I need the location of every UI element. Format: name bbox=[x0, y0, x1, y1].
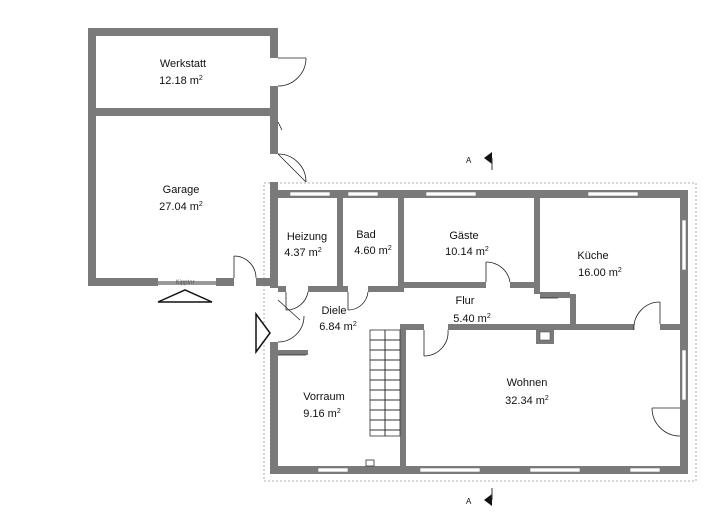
room-area: 12.18 m2 bbox=[159, 75, 203, 87]
room-vorraum: Vorraum 9.16 m2 bbox=[303, 391, 345, 420]
room-name: Bad bbox=[356, 229, 376, 241]
room-name: Küche bbox=[577, 250, 608, 262]
room-flur: Flur 5.40 m2 bbox=[453, 295, 491, 325]
garage-side-door-icon bbox=[277, 153, 307, 183]
kipptor-label: Kipptor bbox=[175, 280, 194, 286]
room-werkstatt: Werkstatt 12.18 m2 bbox=[159, 58, 206, 87]
entrance-arrow-left bbox=[255, 311, 271, 355]
room-area: 27.04 m2 bbox=[159, 201, 203, 213]
room-name: Garage bbox=[163, 184, 200, 196]
room-diele: Diele 6.84 m2 bbox=[319, 305, 357, 333]
section-marker-top bbox=[484, 152, 493, 170]
room-name: Wohnen bbox=[507, 377, 548, 389]
house-outline-dashed bbox=[263, 182, 697, 482]
room-bad: Bad 4.60 m2 bbox=[354, 229, 392, 257]
room-area: 6.84 m2 bbox=[319, 321, 357, 333]
room-garage: Garage 27.04 m2 bbox=[159, 184, 203, 213]
garage-inner-door-icon bbox=[233, 255, 257, 279]
room-heizung: Heizung 4.37 m2 bbox=[284, 231, 327, 259]
section-marker-bottom bbox=[484, 488, 493, 506]
entrance-arrow-triangle bbox=[157, 289, 213, 303]
room-gaeste: Gäste 10.14 m2 bbox=[445, 230, 489, 258]
room-area: 4.60 m2 bbox=[354, 245, 392, 257]
room-name: Werkstatt bbox=[160, 58, 206, 70]
room-name: Vorraum bbox=[303, 391, 345, 403]
room-area: 9.16 m2 bbox=[303, 408, 341, 420]
room-name: Diele bbox=[321, 305, 346, 317]
room-area: 4.37 m2 bbox=[284, 247, 322, 259]
room-area: 5.40 m2 bbox=[453, 313, 491, 325]
staircase bbox=[369, 329, 401, 437]
room-kueche: Küche 16.00 m2 bbox=[577, 250, 622, 279]
section-label-bottom: A bbox=[466, 497, 472, 506]
section-label-top: A bbox=[466, 156, 472, 165]
room-area: 32.34 m2 bbox=[505, 395, 549, 407]
room-wohnen: Wohnen 32.34 m2 bbox=[505, 377, 549, 407]
room-name: Flur bbox=[456, 295, 475, 307]
house-doors bbox=[277, 261, 681, 437]
garage-block-walls bbox=[88, 28, 278, 286]
room-area: 16.00 m2 bbox=[578, 267, 622, 279]
windows bbox=[289, 191, 687, 473]
room-name: Heizung bbox=[287, 231, 327, 243]
room-area: 10.14 m2 bbox=[445, 246, 489, 258]
kipptor-gate bbox=[157, 281, 216, 303]
werkstatt-door-icon bbox=[277, 57, 307, 87]
room-name: Gäste bbox=[449, 230, 478, 242]
